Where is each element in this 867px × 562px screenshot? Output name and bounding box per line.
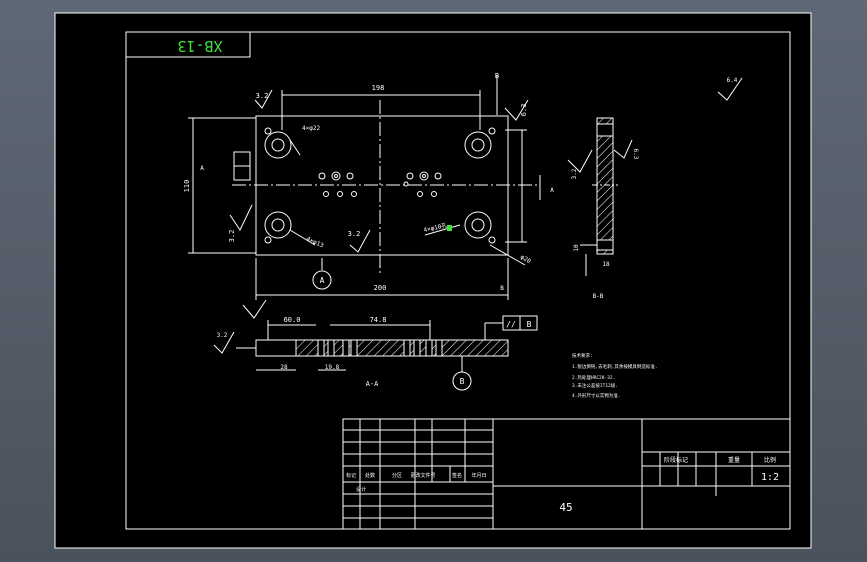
drawing-code: XB-13 bbox=[177, 37, 222, 55]
label-b-bottom: B bbox=[500, 285, 504, 292]
parallel-datum: B bbox=[527, 320, 532, 329]
rough-corner-text: 6.4 bbox=[727, 77, 738, 84]
hole-bottom-left bbox=[264, 211, 292, 239]
row-label-sign: 签名 bbox=[452, 472, 462, 479]
scale-label: 比例 bbox=[764, 456, 776, 464]
material-value: 45 bbox=[559, 501, 572, 514]
hole-label-1: 4×φ22 bbox=[302, 125, 320, 132]
row-label-count: 处数 bbox=[365, 472, 375, 479]
tech-note-0: 技术要求: bbox=[572, 352, 593, 359]
dim-side-a: 10 bbox=[573, 244, 580, 252]
hole-bottom-right bbox=[464, 211, 492, 239]
row-label-date: 年月日 bbox=[471, 472, 486, 479]
tech-note-3: 3.未注公差按IT12级. bbox=[572, 382, 618, 389]
hole-top-left bbox=[264, 131, 292, 159]
dim-side-b: 18 bbox=[602, 261, 610, 268]
plan-view bbox=[188, 75, 743, 300]
sheet-background bbox=[54, 12, 812, 549]
datum-a-text: A bbox=[320, 276, 325, 285]
dim-top-text: 198 bbox=[372, 84, 385, 92]
dim-bottom-text: 200 bbox=[374, 284, 387, 292]
dim-small2: 19.8 bbox=[325, 364, 340, 371]
datum-b-circle bbox=[452, 371, 472, 391]
hole-top-right bbox=[464, 131, 492, 159]
row-label-mark: 标记 bbox=[346, 472, 356, 479]
row-label-zone: 分区 bbox=[392, 472, 402, 479]
rough-bb-right: 6.3 bbox=[632, 149, 639, 160]
title-block bbox=[342, 418, 791, 530]
datum-b-text: B bbox=[460, 377, 465, 386]
section-b-b bbox=[567, 117, 633, 276]
rough-left-text: 3.2 bbox=[228, 230, 236, 243]
parallel-symbol: // bbox=[506, 320, 516, 329]
green-marker bbox=[447, 225, 452, 231]
tech-notes: 技术要求: 1.锐边倒钝,去毛刺,其余按模具制造标准. 2.热处理HRC28-3… bbox=[572, 352, 658, 399]
tech-note-4: 4.外形尺寸以实物为准. bbox=[572, 392, 621, 399]
stage-label: 阶段标记 bbox=[664, 456, 688, 464]
section-b-label: B-B bbox=[593, 293, 604, 300]
dim-left-offset: 60.0 bbox=[284, 316, 301, 324]
rough-side-text: 6.3 bbox=[520, 104, 528, 117]
datum-a-circle bbox=[312, 270, 332, 290]
drawing-code-box bbox=[125, 31, 251, 58]
rough-main-text: 3.2 bbox=[256, 92, 269, 100]
dim-small: 28 bbox=[280, 364, 288, 371]
tech-note-1: 1.锐边倒钝,去毛刺,其余按模具制造标准. bbox=[572, 363, 658, 370]
label-a-left: A bbox=[200, 165, 204, 172]
rough-bb-left: 3.2 bbox=[571, 168, 578, 179]
label-b-top: B bbox=[495, 72, 499, 80]
dim-mid-offset: 74.8 bbox=[370, 316, 387, 324]
section-a-label: A-A bbox=[366, 380, 379, 388]
tech-note-2: 2.热处理HRC28-32. bbox=[572, 374, 615, 381]
section-a-a bbox=[213, 299, 538, 391]
section-b-body bbox=[596, 117, 614, 255]
dim-height-text: 110 bbox=[183, 180, 191, 193]
rough-aa-text: 3.2 bbox=[217, 332, 228, 339]
row-label-file: 更改文件号 bbox=[410, 472, 435, 479]
row-label-design: 设计 bbox=[356, 486, 366, 493]
rough-center-text: 3.2 bbox=[348, 230, 361, 238]
weight-label: 重量 bbox=[728, 456, 740, 464]
hole-label-3: φ20 bbox=[519, 254, 532, 266]
label-a-right: A bbox=[550, 187, 554, 194]
scale-value: 1:2 bbox=[761, 472, 779, 483]
